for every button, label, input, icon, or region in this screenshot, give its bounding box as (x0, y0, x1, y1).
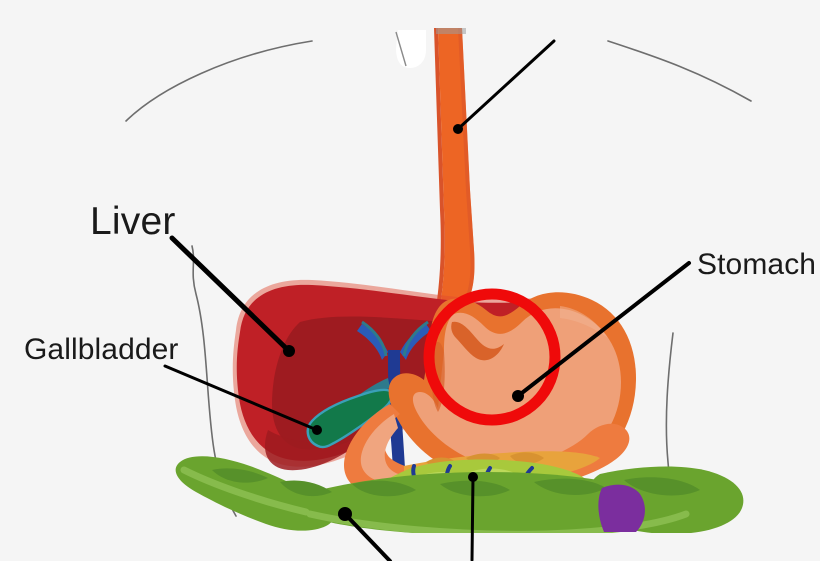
leader-gallbladder-line (163, 364, 319, 432)
leader-intestine-left-dot (338, 507, 352, 521)
stomach-rugae-fold (451, 321, 504, 361)
organ-rectum (598, 484, 645, 532)
large-intestine-taenia-mid (306, 510, 690, 533)
leader-intestine-left (338, 507, 392, 561)
organ-group (175, 28, 744, 533)
leader-esophagus-dot (453, 124, 463, 134)
liver-lower-right-lobe (264, 430, 366, 471)
stomach-pylorus-shade (560, 306, 608, 338)
portal-vein-outline-right (402, 320, 429, 357)
organ-esophagus (434, 28, 475, 308)
leader-stomach-line (516, 261, 691, 398)
stomach-lining (412, 308, 621, 471)
label-liver: Liver (90, 200, 176, 243)
large-intestine-haustra-6 (624, 477, 700, 496)
leader-esophagus (453, 39, 556, 134)
large-intestine-haustra-4 (440, 480, 510, 497)
top-white-shape-edge (395, 31, 407, 67)
rectum-body (598, 484, 645, 532)
leader-lines (163, 39, 691, 561)
large-intestine-haustra-2 (280, 480, 332, 497)
esophagus-top-highlight (436, 28, 466, 34)
body-outline-shoulder-left (125, 40, 313, 122)
leader-esophagus-line (456, 39, 556, 131)
label-stomach: Stomach (697, 248, 817, 281)
leader-intestine-right (468, 472, 478, 561)
portal-vein-branch-left (357, 324, 388, 360)
large-intestine-haustra-5 (534, 478, 606, 495)
leader-liver-dot (283, 345, 295, 357)
gallbladder-body (307, 389, 393, 448)
portal-vein-outline-left (361, 320, 388, 357)
highlight-circle (423, 288, 561, 426)
portal-vein-branch-right (400, 324, 431, 360)
label-gallbladder: Gallbladder (24, 333, 179, 366)
esophagus-edge-left (434, 28, 445, 308)
pancreas-lobule-3 (510, 452, 544, 464)
organ-stomach (388, 292, 636, 486)
body-outline-shoulder-right (607, 40, 752, 102)
esophagus-edge-right (458, 28, 475, 308)
leader-intestine-left-line (343, 512, 392, 561)
leader-intestine-right-line (470, 475, 475, 561)
large-intestine-haustra-3 (352, 480, 416, 497)
organ-large-intestine (175, 456, 744, 533)
leader-gallbladder-dot (312, 425, 322, 435)
leader-stomach (512, 261, 691, 402)
leader-liver (169, 235, 295, 357)
large-intestine-haustra-1 (212, 468, 268, 483)
leader-liver-line (169, 235, 292, 354)
large-intestine-taenia-left (180, 466, 310, 516)
leader-stomach-dot (512, 390, 524, 402)
leader-gallbladder (163, 364, 322, 435)
leader-intestine-right-dot (468, 472, 478, 482)
